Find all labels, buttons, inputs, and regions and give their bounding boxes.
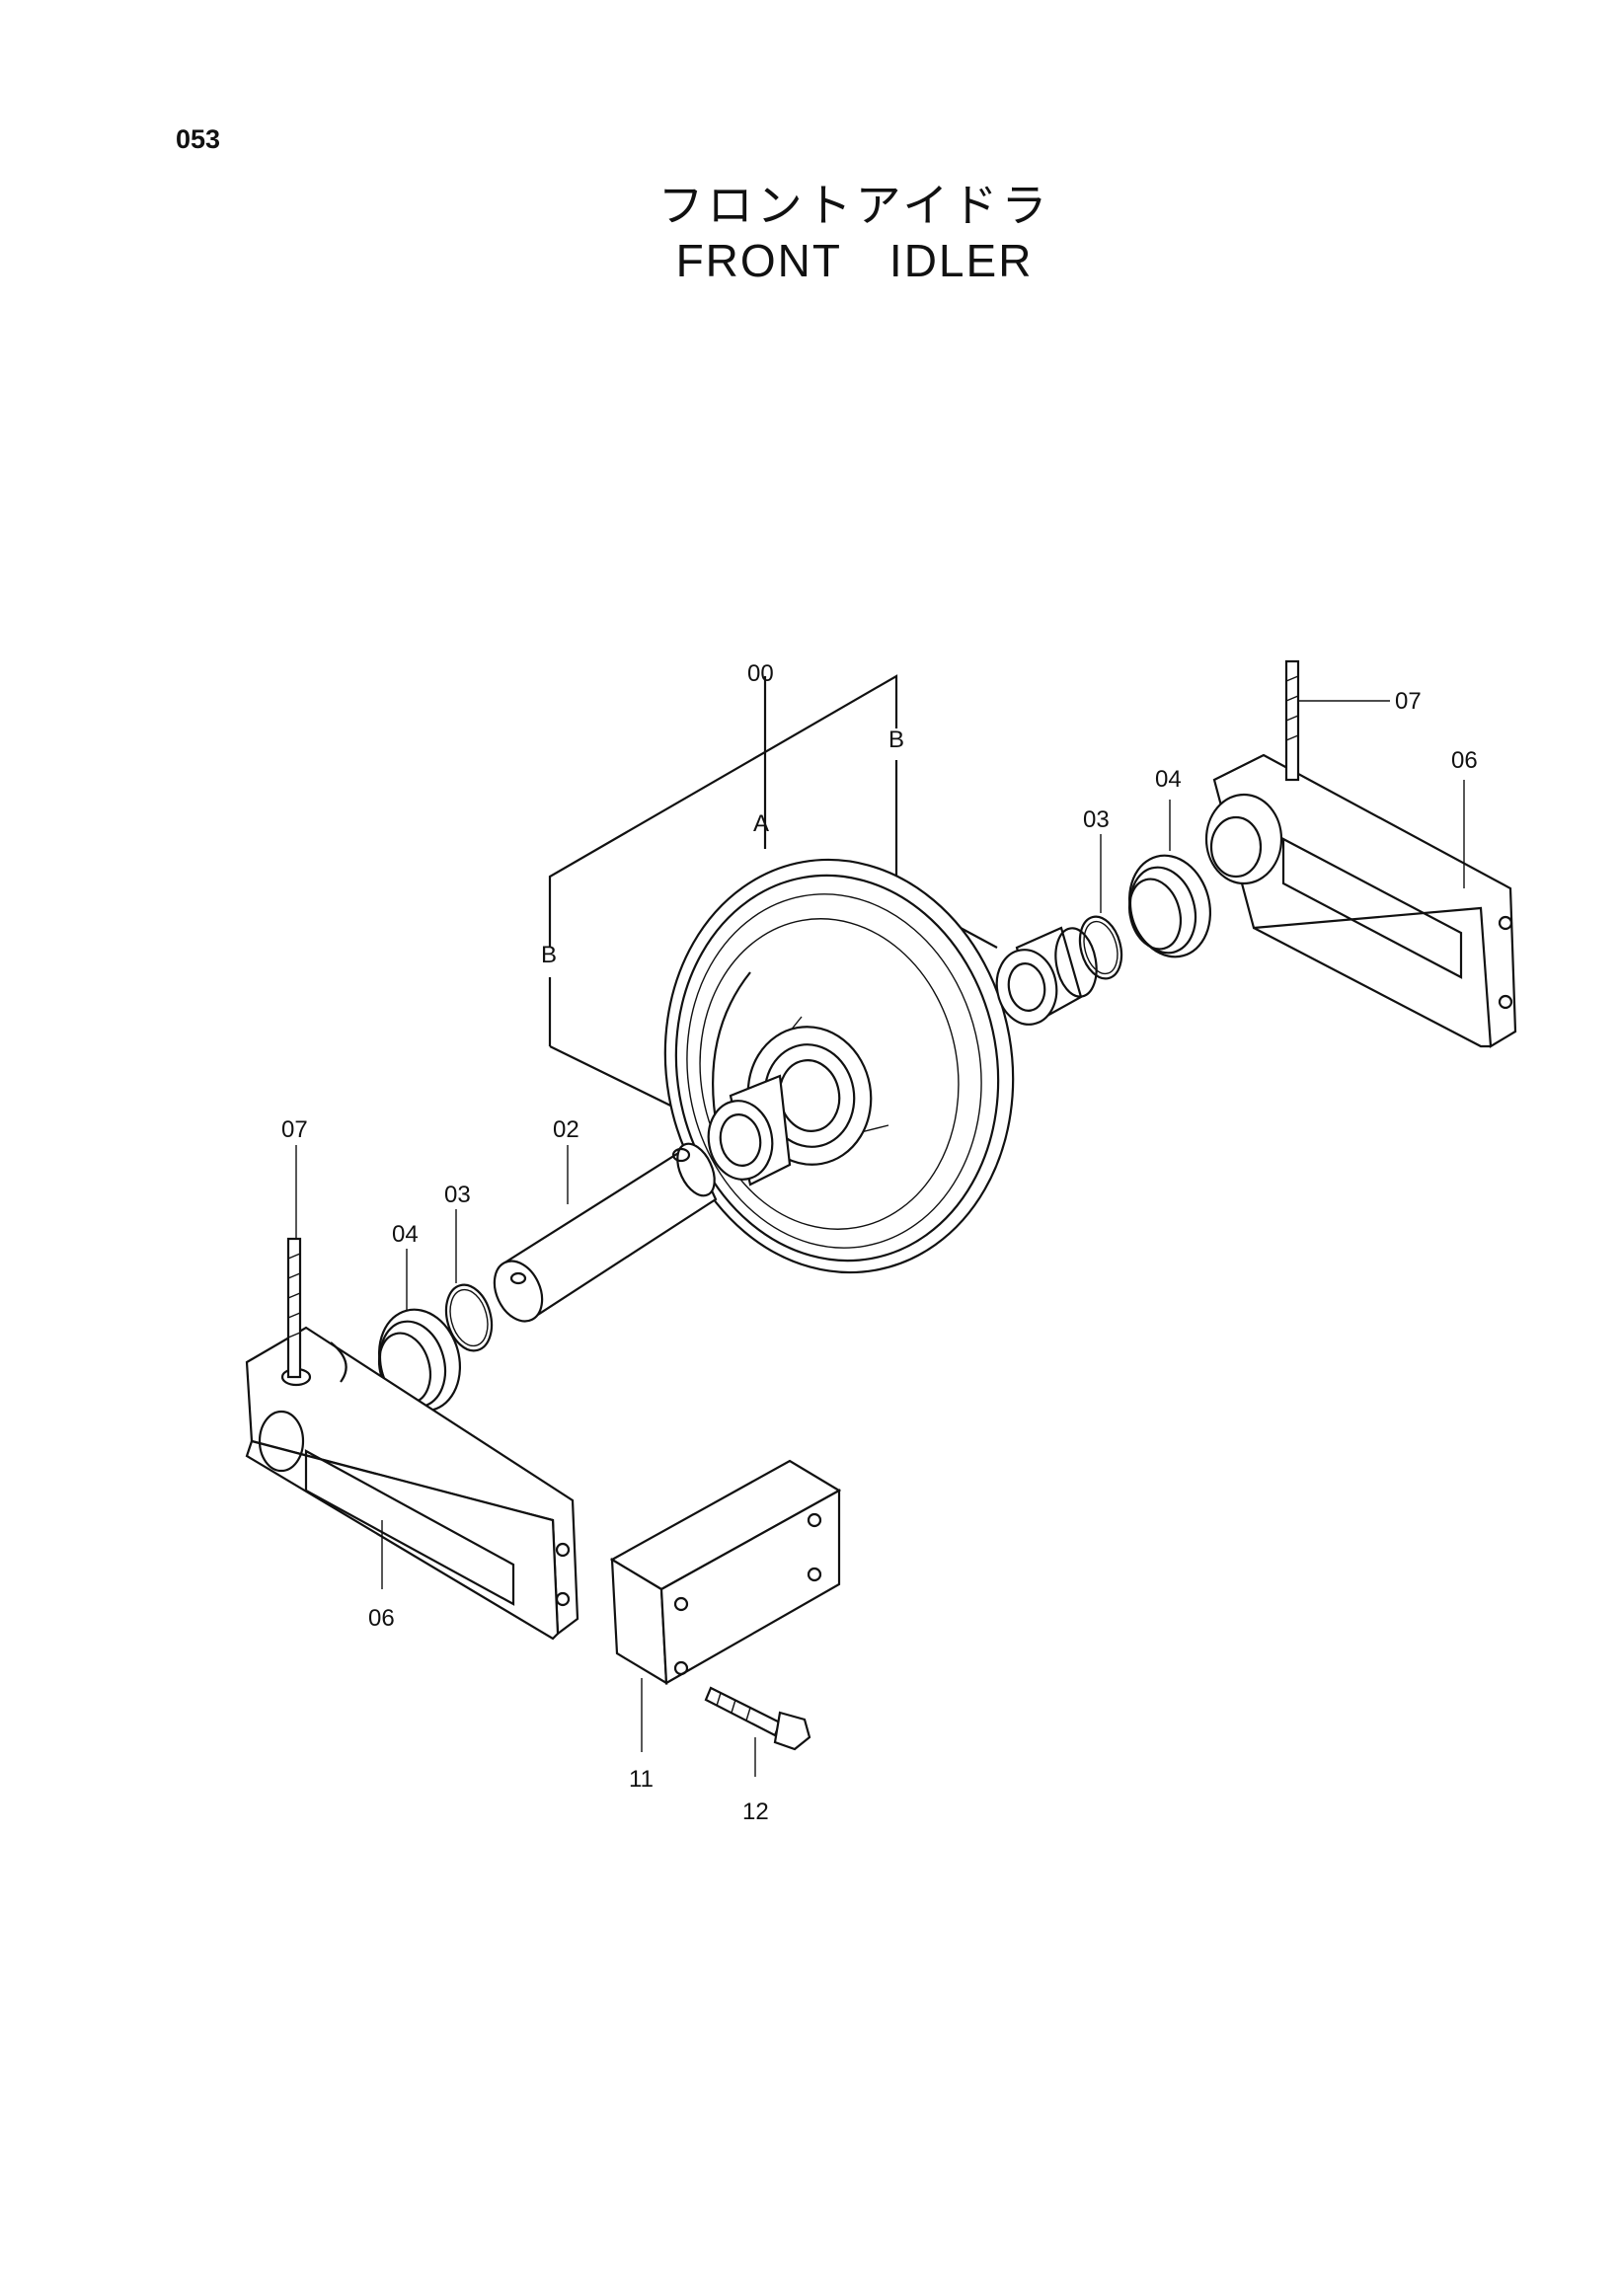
bracket-right [1204, 753, 1517, 1048]
shaft [493, 1142, 718, 1323]
callout-assembly: 00 [747, 660, 774, 687]
leader-lines [295, 700, 1465, 1777]
callout-bracket-left: 06 [368, 1605, 395, 1632]
callout-group-b-left: B [541, 942, 557, 968]
pin-left [286, 1237, 302, 1379]
title-block: フロントアイドラ FRONT IDLER [0, 178, 1620, 288]
collar-right [995, 926, 1098, 1026]
block [609, 1459, 842, 1686]
callout-group-a: A [753, 810, 769, 837]
title-english: FRONT IDLER [675, 235, 1034, 286]
callout-oring-right: 03 [1083, 806, 1110, 833]
o-ring-right [1078, 915, 1123, 980]
callout-bracket-right: 06 [1451, 747, 1478, 774]
bracket-left [245, 1326, 579, 1641]
callout-labels: 00 A B B 07 06 04 03 02 07 03 04 06 11 1… [281, 660, 1478, 1825]
seal-right [1127, 854, 1212, 958]
idler-wheel [663, 858, 1015, 1274]
bolt [704, 1686, 811, 1751]
callout-pin-right: 07 [1395, 688, 1422, 715]
callout-bolt: 12 [742, 1799, 769, 1825]
callout-seal-right: 04 [1155, 766, 1182, 793]
page-number: 053 [176, 124, 221, 154]
collar-left [707, 1074, 792, 1186]
callout-block: 11 [629, 1766, 654, 1793]
callout-oring-left: 03 [444, 1182, 471, 1208]
title-japanese: フロントアイドラ [657, 179, 1051, 232]
callout-pin-left: 07 [281, 1116, 308, 1143]
o-ring-left [444, 1283, 494, 1352]
callout-seal-left: 04 [392, 1221, 419, 1248]
pin-right [1284, 659, 1300, 782]
callout-group-b-right: B [888, 727, 904, 753]
callout-shaft: 02 [553, 1116, 579, 1143]
